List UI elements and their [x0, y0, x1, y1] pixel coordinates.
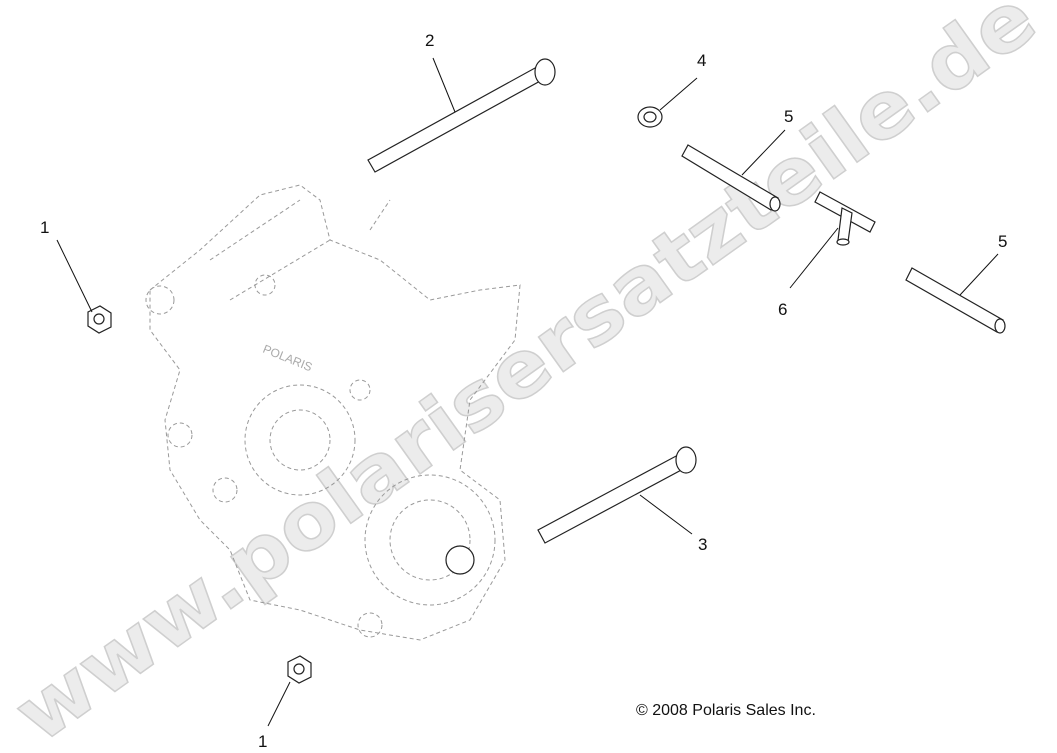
- callout-5-right: 5: [998, 232, 1007, 251]
- callout-4: 4: [697, 51, 706, 70]
- callout-1-left: 1: [40, 218, 49, 237]
- hose-upper: [681, 144, 781, 212]
- callout-3: 3: [698, 535, 707, 554]
- callout-5-upper: 5: [784, 107, 793, 126]
- nut-bottom: [287, 655, 312, 684]
- callout-6: 6: [778, 300, 787, 319]
- nut-left: [87, 305, 112, 334]
- callout-2: 2: [425, 31, 434, 50]
- callout-1-bottom: 1: [258, 732, 267, 751]
- copyright-notice: © 2008 Polaris Sales Inc.: [636, 702, 816, 719]
- bolt-long-lower: [537, 446, 697, 544]
- hose-clamp: [637, 106, 663, 128]
- hose-right: [905, 267, 1006, 334]
- leader-lines: [56, 57, 999, 727]
- tee-fitting: [814, 191, 876, 246]
- bolt-long-upper: [367, 58, 556, 173]
- engine-logo: POLARIS: [261, 342, 314, 374]
